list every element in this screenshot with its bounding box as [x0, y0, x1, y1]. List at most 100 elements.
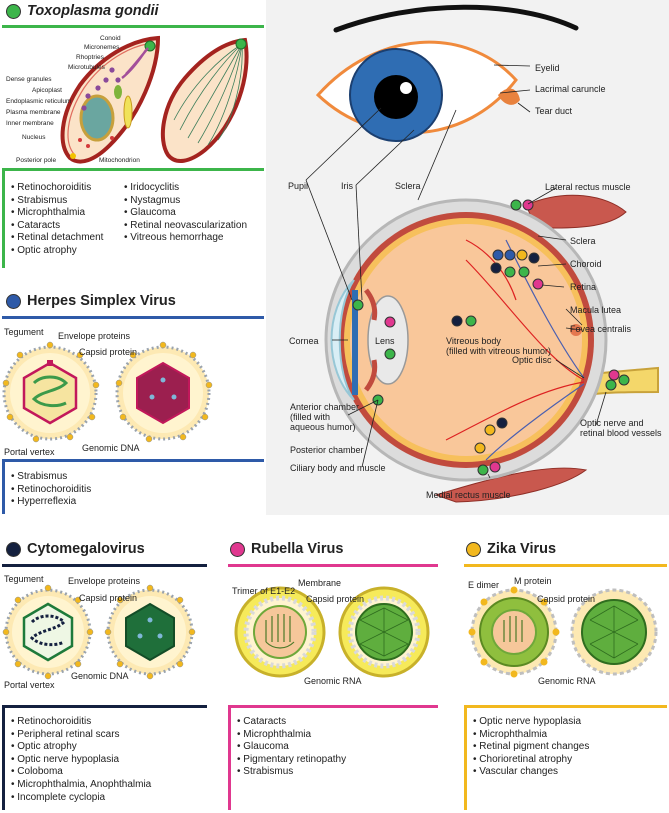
cmv-title: Cytomegalovirus	[6, 541, 145, 557]
macula-shape	[570, 324, 582, 336]
cmv-findings-bar	[2, 705, 5, 810]
eye-label-tear-duct: Tear duct	[535, 106, 573, 116]
list-item: Optic nerve hypoplasia	[11, 754, 151, 767]
toxo-findings-col2: Iridocyclitis Nystagmus Glaucoma Retinal…	[124, 182, 247, 245]
eye-illustration	[305, 4, 659, 503]
list-item: Microphthalmia	[473, 729, 589, 742]
hsv-illustration	[2, 341, 213, 443]
list-item: Cataracts	[11, 220, 103, 233]
cmv-findings-rule	[2, 705, 207, 708]
zika-findings-bar	[464, 705, 467, 810]
pupil-shape	[374, 75, 418, 119]
cmv-illustration	[2, 584, 196, 680]
vitreous-shape	[350, 224, 582, 456]
eye-label-sclera-front: Sclera	[395, 181, 421, 191]
list-item: Strabismus	[237, 766, 346, 779]
cornea-shape	[330, 279, 355, 401]
cmv-dot-icon	[6, 541, 21, 557]
hsv-label-portal: Portal vertex	[4, 447, 55, 457]
list-item: Microphthalmia	[237, 729, 346, 742]
list-item: Glaucoma	[237, 741, 346, 754]
list-item: Peripheral retinal scars	[11, 729, 151, 742]
eye-label-cornea: Cornea	[289, 336, 319, 346]
list-item: Retinochoroiditis	[11, 484, 91, 497]
list-item: Optic atrophy	[11, 741, 151, 754]
toxo-title: Toxoplasma gondii	[6, 3, 159, 19]
hsv-label-tegument: Tegument	[4, 327, 44, 337]
rubella-findings-rule	[228, 705, 438, 708]
eye-label-sclera-side: Sclera	[570, 236, 596, 246]
rubella-dot-icon	[230, 541, 245, 557]
lens-shape	[367, 295, 409, 385]
list-item: Strabismus	[11, 471, 91, 484]
zika-label-capsid: Capsid protein	[537, 594, 596, 604]
list-item: Coloboma	[11, 766, 151, 779]
list-item: Hyperreflexia	[11, 496, 91, 509]
list-item: Chorioretinal atrophy	[473, 754, 589, 767]
cmv-top-rule	[2, 564, 207, 567]
rubella-label-membrane: Membrane	[298, 578, 342, 588]
zika-top-rule	[464, 564, 667, 567]
hsv-virion-1	[2, 345, 98, 441]
list-item: Microphthalmia	[11, 207, 103, 220]
rubella-findings-bar	[228, 705, 231, 810]
zika-title-text: Zika Virus	[487, 541, 557, 557]
toxo-findings-col1: Retinochoroiditis Strabismus Microphthal…	[11, 182, 103, 258]
list-item: Microphthalmia, Anophthalmia	[11, 779, 151, 792]
eye-label-caruncle: Lacrimal caruncle	[535, 84, 606, 94]
list-item: Retinal pigment changes	[473, 741, 589, 754]
eye-label-retina: Retina	[570, 282, 597, 292]
eye-label-lens: Lens	[375, 336, 395, 346]
toxo-inner-membrane-1	[67, 42, 155, 155]
rubella-illustration	[234, 586, 430, 678]
toxo-nucleus	[79, 94, 115, 142]
hsv-title-text: Herpes Simplex Virus	[27, 293, 176, 309]
eye-label-vitreous: Vitreous body (filled with vitreous humo…	[446, 336, 552, 356]
hsv-top-rule	[2, 316, 264, 319]
rubella-label-capsid: Capsid protein	[306, 594, 365, 604]
toxo-apicoplast	[114, 85, 122, 99]
hsv-dot-icon	[6, 293, 21, 309]
hsv-title: Herpes Simplex Virus	[6, 293, 176, 309]
list-item: Retinal neovascularization	[124, 220, 247, 233]
eye-label-posterior-chamber: Posterior chamber	[290, 445, 364, 455]
medial-rectus-shape	[434, 467, 588, 503]
eye-label-anterior-chamber: Anterior chamber (filled with aqueous hu…	[290, 402, 360, 432]
toxo-findings-bar	[2, 168, 5, 268]
toxo-body-2	[160, 37, 249, 163]
list-item: Retinochoroiditis	[11, 716, 151, 729]
rubella-top-rule	[228, 564, 438, 567]
toxo-label-plasma-membrane: Plasma membrane	[6, 109, 61, 116]
rubella-label-trimer: Trimer of E1-E2	[232, 586, 296, 596]
rubella-label-rna: Genomic RNA	[304, 676, 362, 686]
zika-label-rna: Genomic RNA	[538, 676, 596, 686]
cmv-label-dna: Genomic DNA	[71, 671, 129, 681]
toxo-microtubules	[173, 43, 243, 146]
rubella-title: Rubella Virus	[230, 541, 343, 557]
cmv-label-envelope: Envelope proteins	[68, 576, 141, 586]
eye-label-choroid: Choroid	[570, 259, 602, 269]
toxo-label-dense-granules: Dense granules	[6, 76, 52, 83]
eyebrow	[333, 4, 579, 33]
zika-findings: Optic nerve hypoplasia Microphthalmia Re…	[473, 716, 589, 779]
rubella-virion-1	[234, 586, 326, 678]
toxo-label-micronemes: Micronemes	[84, 44, 120, 51]
toxo-label-nucleus: Nucleus	[22, 134, 46, 141]
eye-label-iris: Iris	[341, 181, 353, 191]
list-item: Optic atrophy	[11, 245, 103, 258]
hsv-label-dna: Genomic DNA	[82, 443, 140, 453]
rubella-findings: Cataracts Microphthalmia Glaucoma Pigmen…	[237, 716, 346, 779]
toxo-findings-rule	[2, 168, 264, 171]
cmv-label-tegument: Tegument	[4, 574, 44, 584]
hsv-findings: Strabismus Retinochoroiditis Hyperreflex…	[11, 471, 91, 509]
eye-label-optic-disc: Optic disc	[512, 355, 552, 365]
zika-label-m-protein: M protein	[514, 576, 552, 586]
hsv-label-capsid: Capsid protein	[79, 347, 138, 357]
list-item: Pigmentary retinopathy	[237, 754, 346, 767]
list-item: Vascular changes	[473, 766, 589, 779]
toxo-rhoptries	[121, 47, 149, 79]
list-item: Optic nerve hypoplasia	[473, 716, 589, 729]
eye-label-macula: Macula lutea	[570, 305, 622, 315]
toxo-label-conoid: Conoid	[100, 35, 121, 42]
eye-label-pupil: Pupil	[288, 181, 309, 191]
